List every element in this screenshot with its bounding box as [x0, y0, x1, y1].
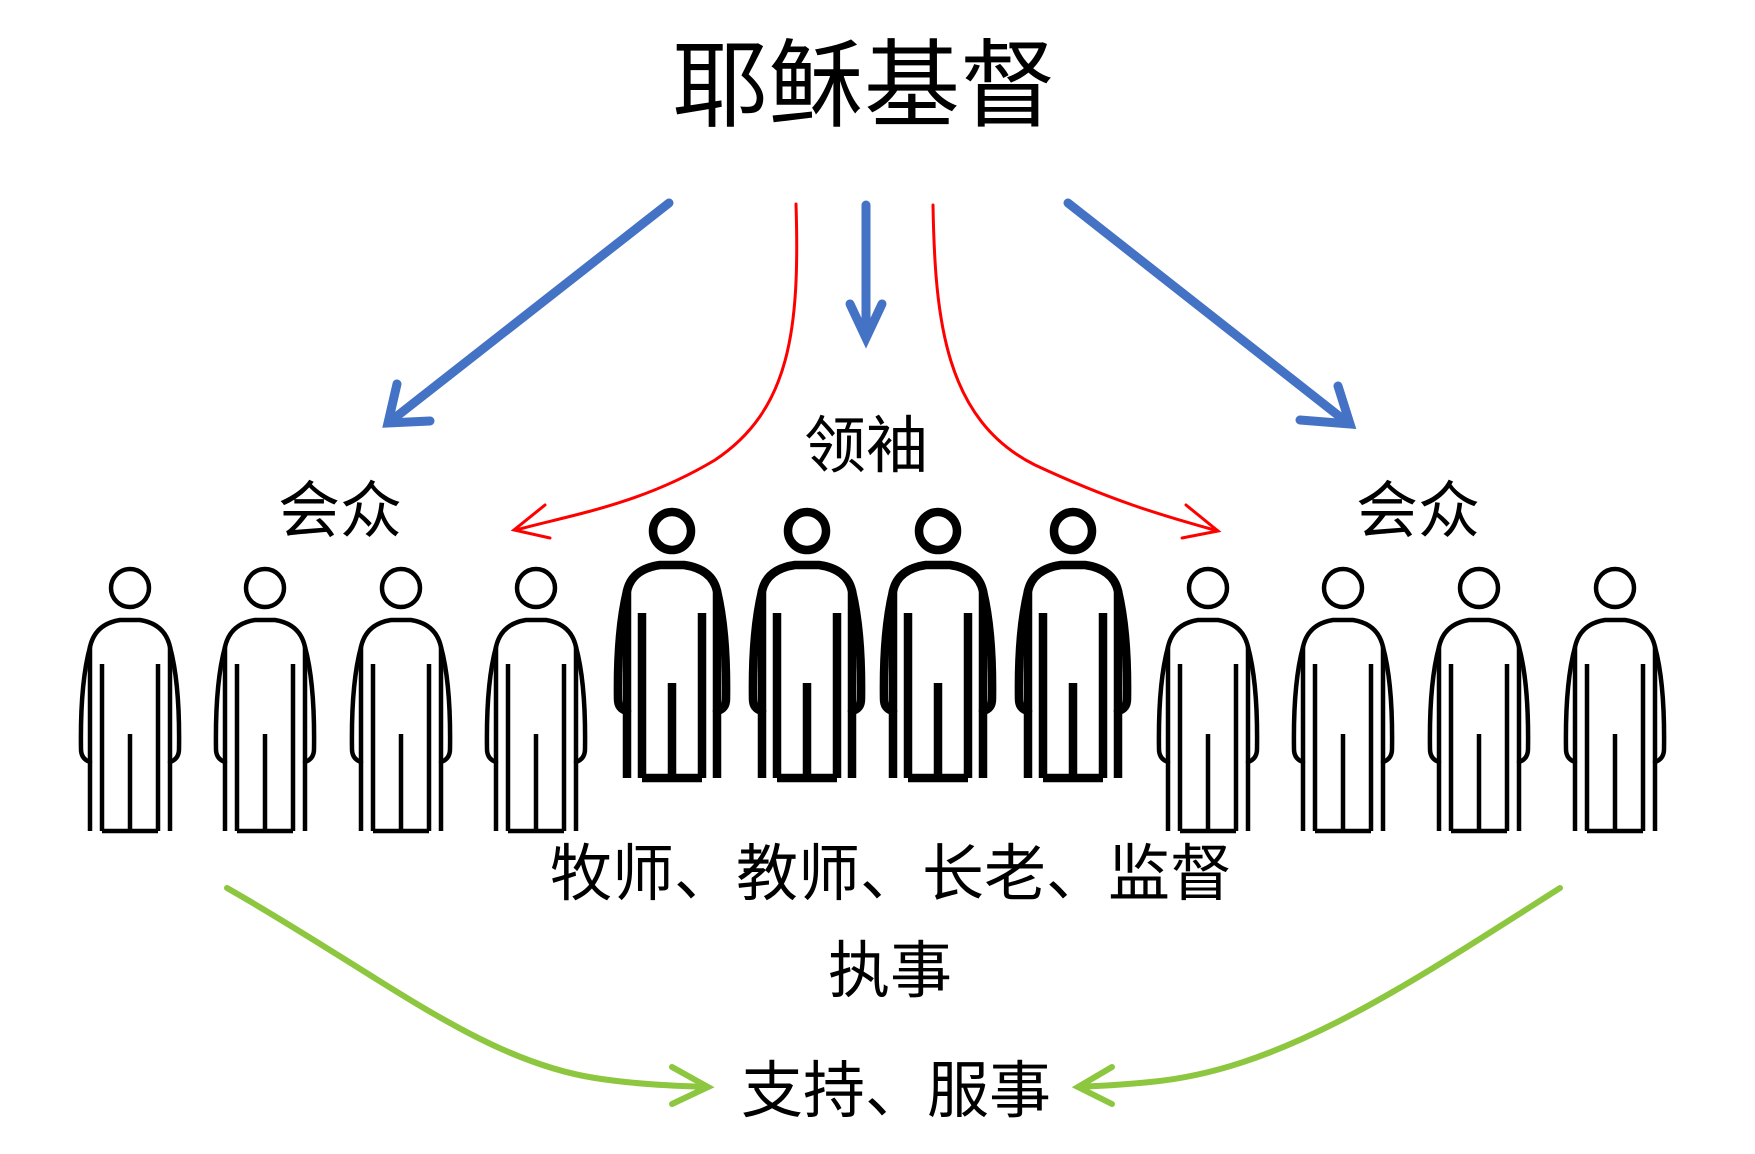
congregation-person — [352, 569, 450, 831]
blue-arrow-left — [382, 198, 674, 428]
label-congregation-left: 会众 — [277, 474, 403, 547]
congregation-person — [487, 569, 585, 831]
congregation-left-group — [81, 569, 585, 831]
leader-person — [884, 512, 992, 778]
congregation-person — [216, 569, 314, 831]
congregation-person — [1159, 569, 1257, 831]
label-congregation-right: 会众 — [1355, 474, 1481, 547]
congregation-person — [1294, 569, 1392, 831]
green-arrow-left — [224, 885, 715, 1107]
leader-person — [753, 512, 861, 778]
label-deacons: 执事 — [827, 934, 953, 1007]
red-arrow-left — [510, 202, 799, 540]
label-leaders: 领袖 — [803, 409, 929, 482]
congregation-person — [81, 569, 179, 831]
blue-arrow-center — [845, 200, 887, 349]
congregation-person — [1430, 569, 1528, 831]
blue-arrow-right — [1063, 198, 1357, 430]
leaders-group — [618, 512, 1127, 778]
congregation-person — [1566, 569, 1664, 831]
leader-person — [1019, 512, 1127, 778]
label-support-serve: 支持、服事 — [740, 1054, 1052, 1127]
congregation-right-group — [1159, 569, 1664, 831]
green-arrow-right — [1071, 885, 1563, 1107]
title-jesus-christ: 耶稣基督 — [672, 30, 1056, 142]
label-leader-roles: 牧师、教师、长老、监督 — [549, 837, 1233, 910]
red-arrow-right — [931, 203, 1222, 540]
leader-person — [618, 512, 726, 778]
